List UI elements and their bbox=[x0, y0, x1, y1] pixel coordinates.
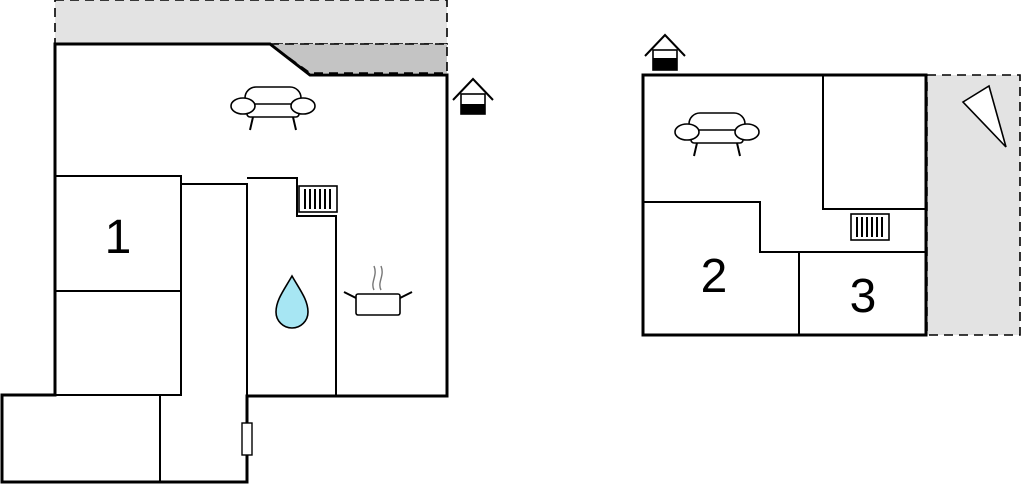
door-icon bbox=[241, 422, 253, 456]
ground-floor-outline bbox=[0, 42, 449, 484]
balcony-area bbox=[926, 74, 1021, 336]
house-entrance-icon bbox=[452, 77, 494, 115]
kitchen-cooking-pot-icon bbox=[343, 265, 413, 316]
hallway-walls bbox=[180, 183, 248, 395]
bathroom-walls bbox=[247, 177, 337, 395]
sofa-icon bbox=[230, 86, 316, 131]
terrace-area bbox=[54, 0, 448, 45]
upper-floor-outline bbox=[641, 73, 928, 337]
radiator-icon bbox=[298, 185, 338, 213]
sofa-icon bbox=[674, 112, 760, 157]
bathroom-water-drop-icon bbox=[275, 274, 309, 329]
bedroom-2-label: 2 bbox=[701, 250, 728, 303]
upper-floor-plan: 2 3 bbox=[641, 33, 1021, 337]
roof-overhang bbox=[267, 43, 448, 74]
radiator-icon bbox=[850, 213, 890, 241]
bedroom-3-label: 3 bbox=[850, 270, 877, 323]
bedroom-1-label: 1 bbox=[105, 211, 132, 264]
upper-room-walls bbox=[822, 75, 926, 210]
bedroom-2-room bbox=[643, 201, 926, 253]
compass-north-arrow-icon bbox=[961, 84, 1007, 148]
storage-room bbox=[54, 290, 182, 396]
ground-floor-plan: 1 bbox=[0, 0, 494, 484]
house-entrance-icon bbox=[644, 33, 686, 71]
